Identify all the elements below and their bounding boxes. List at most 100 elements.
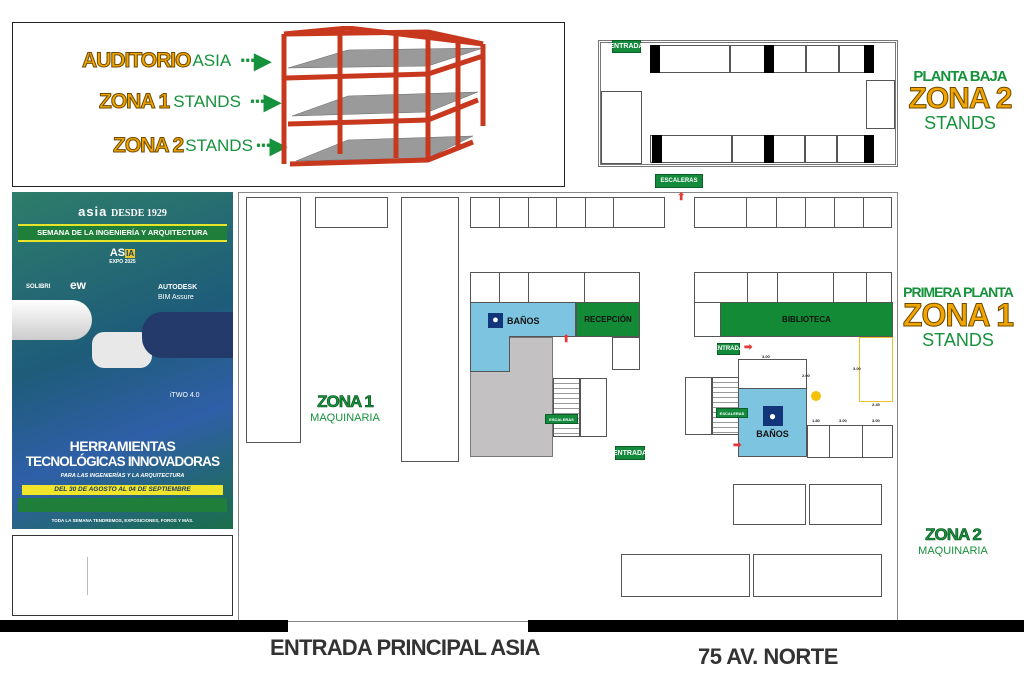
restroom-icon: ● [762,406,783,426]
first-floor-label: PRIMERA PLANTA ZONA 1 STANDS [898,284,1018,351]
arrow-up-icon: ⬆ [677,192,686,203]
legend-row-zona1: ZONA 1 STANDS ⋅⋅⋅▶ [98,89,281,115]
zone-desc: STANDS [922,330,994,350]
entrada-sign-bottom[interactable]: ENTRADA [613,446,647,460]
escaleras-sign-right[interactable]: ESCALERAS [716,408,748,418]
legend-zone: AUDITORIO [81,49,191,73]
entrada-sign-right[interactable]: ENTRADA [714,343,743,355]
stairs-left [553,378,580,437]
biblioteca-room[interactable]: BIBLIOTECA [720,302,893,337]
floor-name: PRIMERA PLANTA [903,284,1014,300]
zone-name: ZONA 1 [902,297,1014,333]
dimension-label: 3.00 [762,354,770,359]
poster-since: DESDE 1929 [111,208,167,219]
escaleras-sign-left[interactable]: ESCALERAS [545,414,578,424]
column [864,45,874,73]
zone-desc: MAQUINARIA [310,412,380,424]
zone-name: ZONA 2 [908,82,1013,115]
divider [729,45,731,73]
legend-desc: ASIA [192,51,232,70]
street-wall-right [528,620,1024,632]
room [738,359,807,389]
empty-panel [12,535,233,616]
poster-brand: asia [78,204,108,219]
zone-name: ZONA 1 [317,392,374,412]
floor-name: PLANTA BAJA [913,68,1007,85]
stand-row-bottom [650,135,867,163]
stairs-right [712,377,739,435]
column [864,135,874,163]
arrow-right-icon: ➡ [744,342,753,353]
divider [836,135,838,163]
stand-row-top [650,45,867,73]
expo-as: AS [109,247,126,259]
machinery-stand [733,484,806,525]
robot-hand-image [12,300,92,340]
zones-legend-panel [12,22,565,187]
poster-title-1: HERRAMIENTAS [69,438,176,454]
legend-desc: STANDS [185,136,253,155]
poster-footer: TODA LA SEMANA TENDREMOS, EXPOSICIONES, … [51,518,194,523]
expo-ia: IA [125,249,136,258]
arrow-right-icon: ➡ [733,440,742,451]
dimension-label: 3.00 [872,418,880,423]
legend-desc: STANDS [173,92,241,111]
arrow-right-icon: ⋅⋅⋅▶ [239,48,271,73]
room-row [694,272,892,303]
room [601,91,642,164]
building-structure-illustration [281,26,486,167]
poster-subtitle: PARA LAS INGENIERÍAS Y LA ARQUITECTURA [60,473,185,479]
column [650,45,660,73]
ground-floor-plan [598,40,898,167]
divider [805,45,807,73]
column [764,45,774,73]
logo-bim-assure: BIM Assure [158,294,194,301]
machinery-stand [621,554,750,597]
escaleras-sign-top[interactable]: ESCALERAS [655,174,703,188]
banos-right[interactable]: ● BAÑOS [738,388,807,457]
machinery-stand [809,484,882,525]
logo-autodesk: AUTODESK [158,284,198,291]
restricted-area [470,337,553,457]
recepcion-room[interactable]: RECEPCIÓN [576,302,640,337]
recepcion-label: RECEPCIÓN [584,315,632,324]
column [764,135,774,163]
poster-title-2: TECNOLÓGICAS INNOVADORAS [25,454,220,469]
room [859,337,893,402]
expo-year: EXPO 2025 [109,259,136,265]
logo-ew: ew [70,278,87,292]
room-row [694,197,892,228]
zone-desc: MAQUINARIA [918,545,988,557]
divider [731,135,733,163]
room-row [807,425,893,458]
column [652,135,662,163]
arrow-up-icon: ⬆ [562,334,571,345]
logo-solibri: SOLIBRI [26,284,51,290]
zona2-machinery-label: ZONA 2 MAQUINARIA [898,525,1008,557]
room [694,302,721,337]
room [866,80,895,129]
entrada-sign-ground[interactable]: ENTRADA [609,40,644,53]
machinery-stand [753,554,882,597]
divider [804,135,806,163]
banos-left[interactable]: ● BAÑOS [488,313,540,328]
room [401,197,459,462]
poster-banner: SEMANA DE LA INGENIERÍA Y ARQUITECTURA [37,228,208,237]
street-wall-left [0,620,288,632]
room-row [470,272,640,303]
dimension-label: 1.80 [812,418,820,423]
logo-itwo: iTWO 4.0 [170,392,200,399]
avenue-label: 75 AV. NORTE [698,644,838,669]
legend-row-zona2: ZONA 2 STANDS ⋅⋅⋅▶ [112,133,286,159]
room [685,377,712,435]
dimension-label: 3.00 [853,366,861,371]
legend-zone: ZONA 2 [112,134,184,158]
arrow-right-icon: ⋅⋅⋅▶ [248,89,281,114]
biblioteca-label: BIBLIOTECA [782,315,831,324]
room [315,197,388,228]
zona1-machinery-label: ZONA 1 MAQUINARIA [290,392,400,424]
human-arm-image [142,312,233,358]
ground-floor-label: PLANTA BAJA ZONA 2 STANDS [905,68,1015,134]
dimension-label: 3.00 [839,418,847,423]
poster-dates: DEL 30 DE AGOSTO AL 04 DE SEPTIEMBRE [54,486,191,493]
